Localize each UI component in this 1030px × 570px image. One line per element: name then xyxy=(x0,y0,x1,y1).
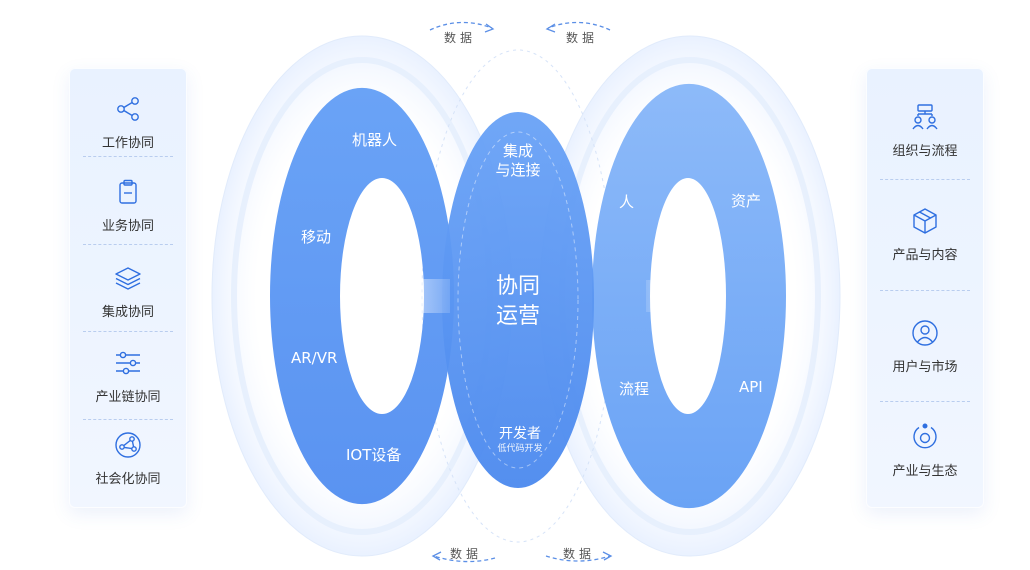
left-item-social[interactable]: 社会化协同 xyxy=(69,430,187,487)
left-item-label: 集成协同 xyxy=(101,305,154,320)
center-bottom-sub: 低代码开发 xyxy=(497,444,543,454)
left-ring-label-iot: IOT设备 xyxy=(346,446,402,464)
user-circle-icon xyxy=(912,320,938,346)
right-ring-label-process: 流程 xyxy=(619,380,650,398)
internal-arrow-label: 内部 xyxy=(673,289,704,307)
divider xyxy=(83,156,173,157)
divider xyxy=(83,244,173,245)
right-item-label: 组织与流程 xyxy=(892,144,958,159)
right-item-label: 产业与生态 xyxy=(892,464,958,479)
left-ring xyxy=(269,87,455,505)
flow-arrow-bottom-right xyxy=(545,551,613,562)
left-ring-label-robot: 机器人 xyxy=(352,131,398,149)
right-item-label: 产品与内容 xyxy=(892,248,958,263)
external-arrow-label: 外部 xyxy=(382,289,413,307)
right-arrow-shape xyxy=(646,265,722,327)
left-collaboration-panel: 工作协同 业务协同 集成协同 xyxy=(69,68,187,508)
clipboard-icon xyxy=(119,179,137,204)
left-item-label: 业务协同 xyxy=(101,219,154,234)
left-arrow-shape xyxy=(367,264,450,328)
right-ring xyxy=(591,83,787,509)
right-item-user-market[interactable]: 用户与市场 xyxy=(866,318,984,375)
flow-label-top-right: 数据 xyxy=(566,31,599,45)
flow-arrow-top-right xyxy=(545,21,611,33)
divider xyxy=(880,290,970,291)
left-ring-label-arvr: AR/VR xyxy=(291,349,338,367)
left-item-label: 产业链协同 xyxy=(95,390,161,405)
left-item-label: 工作协同 xyxy=(101,136,154,151)
right-scope-panel: 组织与流程 产品与内容 用户与市场 xyxy=(866,68,984,508)
divider xyxy=(83,331,173,332)
left-item-work[interactable]: 工作协同 xyxy=(69,94,187,151)
right-item-product-content[interactable]: 产品与内容 xyxy=(866,206,984,263)
center-top-line2: 与连接 xyxy=(495,161,541,179)
center-ellipse xyxy=(442,112,594,488)
left-item-integration[interactable]: 集成协同 xyxy=(69,263,187,320)
center-bottom-label: 开发者 xyxy=(499,426,541,442)
layers-icon xyxy=(115,267,141,290)
flow-arrow-bottom-left xyxy=(431,551,496,563)
flow-arrow-top-left xyxy=(429,21,495,33)
center-dashed-outline xyxy=(457,131,579,469)
flow-label-top-left: 数据 xyxy=(444,31,477,45)
center-title-line1: 协同 xyxy=(495,274,540,299)
center-top-label: 集成 与连接 xyxy=(488,142,548,180)
share-icon xyxy=(117,97,139,121)
cube-icon xyxy=(913,208,937,234)
divider xyxy=(880,179,970,180)
left-item-industry-chain[interactable]: 产业链协同 xyxy=(69,348,187,405)
right-ring-label-assets: 资产 xyxy=(731,192,762,210)
left-item-business[interactable]: 业务协同 xyxy=(69,177,187,234)
right-item-industry-eco[interactable]: 产业与生态 xyxy=(866,422,984,479)
divider xyxy=(83,419,173,420)
divider xyxy=(880,401,970,402)
center-title-line2: 运营 xyxy=(495,304,540,329)
org-chart-icon xyxy=(912,104,938,130)
left-ring-label-mobile: 移动 xyxy=(301,228,332,246)
center-title: 协同 运营 xyxy=(478,272,558,332)
right-ring-label-people: 人 xyxy=(619,193,635,211)
right-item-label: 用户与市场 xyxy=(892,360,958,375)
flow-label-bottom-left: 数据 xyxy=(450,547,483,561)
sliders-icon xyxy=(116,351,140,375)
center-top-line1: 集成 xyxy=(502,142,533,160)
target-icon xyxy=(913,423,937,449)
left-item-label: 社会化协同 xyxy=(95,472,161,487)
right-item-org-process[interactable]: 组织与流程 xyxy=(866,102,984,159)
flow-label-bottom-right: 数据 xyxy=(563,547,596,561)
network-globe-icon xyxy=(115,432,141,458)
right-ring-label-api: API xyxy=(739,378,763,396)
